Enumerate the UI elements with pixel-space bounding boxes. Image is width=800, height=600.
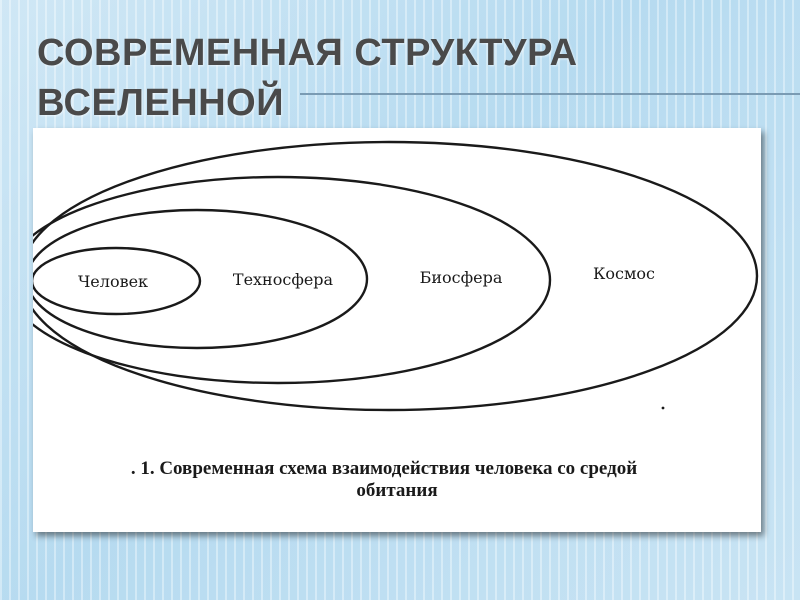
region-label-biosphere: Биосфера: [420, 268, 503, 287]
region-label-person: Человек: [78, 272, 148, 291]
figure-caption-line-2: обитания: [356, 480, 438, 501]
figure-caption-line-1: . 1. Современная схема взаимодействия че…: [130, 458, 638, 479]
nested-ellipses-diagram: Человек Техносфера Биосфера Космос: [33, 140, 759, 412]
biosphere-ellipse: [33, 175, 552, 385]
figure-caption: . 1. Современная схема взаимодействия че…: [33, 458, 761, 502]
small-mark: [661, 406, 665, 410]
technosphere-ellipse: [33, 208, 369, 350]
cosmos-ellipse: [33, 140, 759, 412]
title-underline: [300, 93, 800, 95]
slide-title-line-1: СОВРЕМЕННАЯ СТРУКТУРА: [37, 32, 578, 74]
region-label-technosphere: Техносфера: [233, 270, 334, 289]
slide-title-line-2: ВСЕЛЕННОЙ: [37, 82, 285, 124]
person-ellipse: [33, 246, 202, 316]
figure-card: Человек Техносфера Биосфера Космос . 1. …: [33, 128, 761, 532]
slide-title: СОВРЕМЕННАЯ СТРУКТУРА ВСЕЛЕННОЙ: [37, 28, 757, 128]
region-label-cosmos: Космос: [593, 264, 655, 283]
